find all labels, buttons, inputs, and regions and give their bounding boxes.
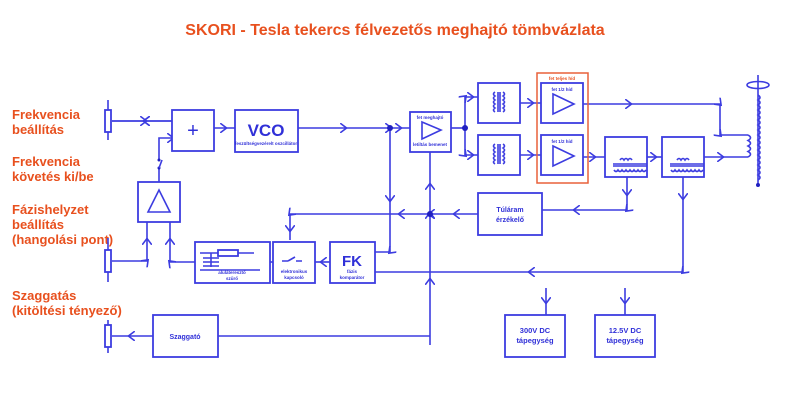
svg-text:fet 1/2 híd: fet 1/2 híd — [551, 139, 572, 144]
svg-text:12.5V DC: 12.5V DC — [609, 326, 642, 335]
svg-text:tápegység: tápegység — [606, 336, 644, 345]
electronic-switch-block: elektronikus kapcsoló — [272, 241, 316, 284]
psu-12v-block: 12.5V DC tápegység — [594, 314, 656, 358]
svg-text:feszültségvezérelt oszcillátor: feszültségvezérelt oszcillátor — [235, 141, 298, 146]
label-chopping: Szaggatás (kitöltési tényező) — [12, 288, 122, 318]
svg-text:kapcsoló: kapcsoló — [284, 275, 304, 280]
phase-comparator-block: FK fázis komparátor — [329, 241, 376, 284]
svg-text:300V DC: 300V DC — [520, 326, 551, 335]
svg-text:Szaggató: Szaggató — [169, 334, 200, 341]
svg-text:Frekvencia: Frekvencia — [12, 154, 81, 169]
svg-text:aluláteresztő: aluláteresztő — [218, 270, 246, 275]
svg-text:tápegység: tápegység — [516, 336, 554, 345]
full-bridge-group: fet teljes híd fet 1/2 híd fet 1/2 híd — [536, 72, 589, 184]
svg-text:letiltás bemenet: letiltás bemenet — [413, 142, 448, 147]
svg-text:fet teljes híd: fet teljes híd — [549, 76, 576, 81]
svg-text:+: + — [187, 120, 199, 142]
svg-text:szűrő: szűrő — [226, 276, 238, 281]
svg-text:elektronikus: elektronikus — [281, 269, 308, 274]
tesla-coil-icon — [746, 75, 770, 187]
svg-text:Túláram: Túláram — [496, 207, 523, 214]
label-phase: Fázishelyzet beállítás (hangolási pont) — [12, 202, 113, 247]
svg-text:beállítás: beállítás — [12, 217, 64, 232]
svg-text:fet 1/2 híd: fet 1/2 híd — [551, 87, 572, 92]
label-freq-track: Frekvencia követés ki/be — [12, 154, 94, 184]
svg-text:Fázishelyzet: Fázishelyzet — [12, 202, 89, 217]
chopper-block: Szaggató — [152, 314, 219, 358]
svg-text:komparátor: komparátor — [340, 275, 365, 280]
page-title: SKORI - Tesla tekercs félvezetős meghajt… — [185, 22, 605, 39]
vco-block: VCO feszültségvezérelt oszcillátor — [234, 109, 299, 153]
psu-300v-block: 300V DC tápegység — [504, 314, 566, 358]
svg-text:követés ki/be: követés ki/be — [12, 169, 94, 184]
overcurrent-sensor-block: Túláram érzékelő — [477, 192, 543, 236]
current-transformer-block — [604, 136, 705, 178]
opamp-block — [137, 181, 181, 223]
svg-text:FK: FK — [342, 253, 362, 270]
fet-driver-block: fet meghajtó letiltás bemenet — [409, 111, 452, 153]
svg-text:fet meghajtó: fet meghajtó — [417, 115, 444, 120]
potentiometer-icon — [104, 100, 112, 353]
lowpass-filter-block: aluláteresztő szűrő — [194, 241, 271, 284]
svg-text:(hangolási pont): (hangolási pont) — [12, 232, 113, 247]
summer-block: + — [171, 109, 215, 152]
svg-text:VCO: VCO — [248, 121, 285, 140]
gate-transformer-block — [477, 82, 521, 176]
svg-text:(kitöltési tényező): (kitöltési tényező) — [12, 303, 122, 318]
svg-text:beállítás: beállítás — [12, 122, 64, 137]
label-freq-set: Frekvencia beállítás — [12, 107, 81, 137]
svg-text:Szaggatás: Szaggatás — [12, 288, 76, 303]
wires — [112, 97, 748, 345]
svg-text:Frekvencia: Frekvencia — [12, 107, 81, 122]
svg-text:érzékelő: érzékelő — [496, 217, 524, 224]
svg-text:fázis: fázis — [347, 269, 358, 274]
